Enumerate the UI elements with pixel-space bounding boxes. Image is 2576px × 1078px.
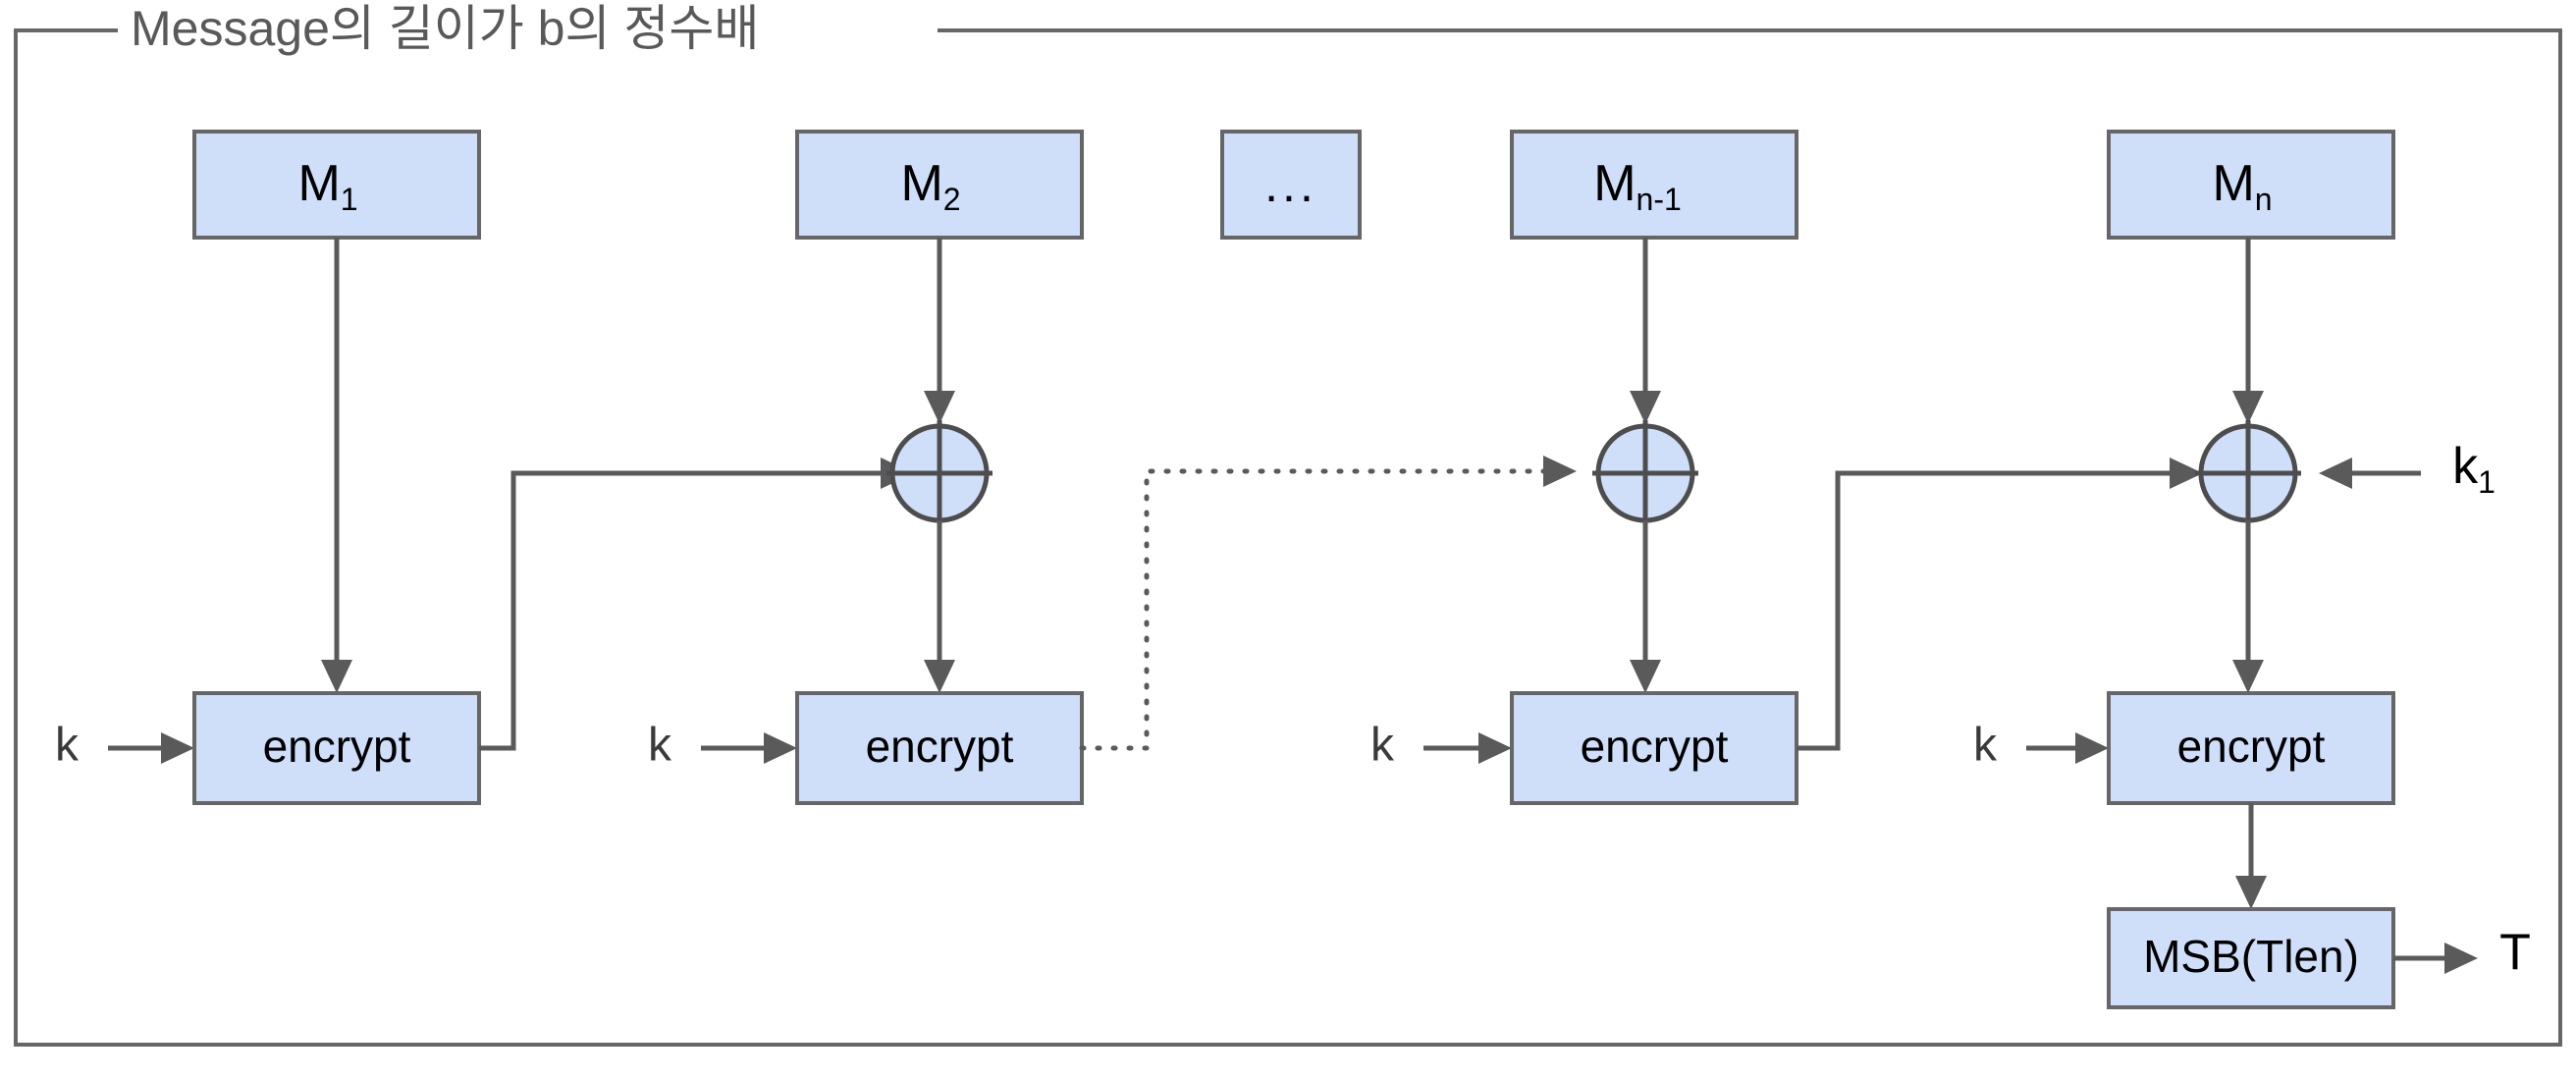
arrowhead-encrypt2-xor-n-1 xyxy=(1543,456,1577,487)
message-block-ellipsis-label: ... xyxy=(1264,157,1317,212)
arrowhead-M1-encrypt1 xyxy=(321,660,352,693)
xor-node-2-cross xyxy=(886,420,993,526)
arrowhead-k1sub-xor-n xyxy=(2319,458,2352,489)
arrowhead-msb-T xyxy=(2444,943,2478,974)
key-label-3: k xyxy=(1370,720,1395,772)
xor-node-n-cross xyxy=(2195,420,2301,526)
arrowhead-encrypt3-xor-n xyxy=(2170,458,2203,489)
arrowhead-k2-encrypt2 xyxy=(764,732,797,764)
encrypt-block-4-label: encrypt xyxy=(2177,721,2326,772)
encrypt-block-1-label: encrypt xyxy=(263,721,411,772)
arrowhead-k1-encrypt1 xyxy=(161,732,194,764)
key-label-4: k xyxy=(1973,720,1998,772)
arrowhead-encrypt4-msb xyxy=(2235,876,2267,909)
message-block-Mn-1 xyxy=(1510,130,1798,240)
arrowhead-k4-encrypt4 xyxy=(2075,732,2109,764)
arrowhead-k3-encrypt3 xyxy=(1478,732,1512,764)
edge-encrypt2-to-xor-n-1-dotted xyxy=(1079,468,1554,751)
encrypt-block-3-label: encrypt xyxy=(1581,721,1729,772)
edge-encrypt1-to-xor2 xyxy=(479,470,888,751)
group-container-border xyxy=(14,28,2562,1047)
message-block-Mn-label: Mn xyxy=(2212,155,2272,218)
message-block-Mn-1-label: Mn-1 xyxy=(1593,155,1682,218)
arrowhead-xor-n-encrypt4 xyxy=(2232,660,2264,693)
message-block-M2-label: M2 xyxy=(900,155,960,218)
message-block-ellipsis xyxy=(1220,130,1362,240)
arrowhead-xor2-encrypt2 xyxy=(924,660,955,693)
arrowhead-M2-xor2 xyxy=(924,391,955,424)
encrypt-block-2 xyxy=(795,691,1084,805)
arrowhead-Mn-1-xor xyxy=(1630,391,1661,424)
group-title: Message의 길이가 b의 정수배 xyxy=(131,1,759,56)
truncate-block-msb-label: MSB(Tlen) xyxy=(2143,931,2359,982)
message-block-Mn xyxy=(2107,130,2395,240)
encrypt-block-4 xyxy=(2107,691,2395,805)
key-label-2: k xyxy=(648,720,672,772)
encrypt-block-2-label: encrypt xyxy=(866,721,1014,772)
encrypt-block-3 xyxy=(1510,691,1798,805)
truncate-block-msb xyxy=(2107,907,2395,1009)
arrowhead-xor-n-1-encrypt3 xyxy=(1630,660,1661,693)
edge-encrypt3-to-xor-n xyxy=(1797,470,2177,751)
xor-node-n-1-cross xyxy=(1592,420,1698,526)
output-tag-label: T xyxy=(2499,925,2531,982)
message-block-M1-label: M1 xyxy=(297,155,357,218)
message-block-M2 xyxy=(795,130,1084,240)
arrowhead-Mn-xor-n xyxy=(2232,391,2264,424)
encrypt-block-1 xyxy=(192,691,481,805)
subkey-label-k1: k1 xyxy=(2452,438,2496,501)
key-label-1: k xyxy=(55,720,80,772)
